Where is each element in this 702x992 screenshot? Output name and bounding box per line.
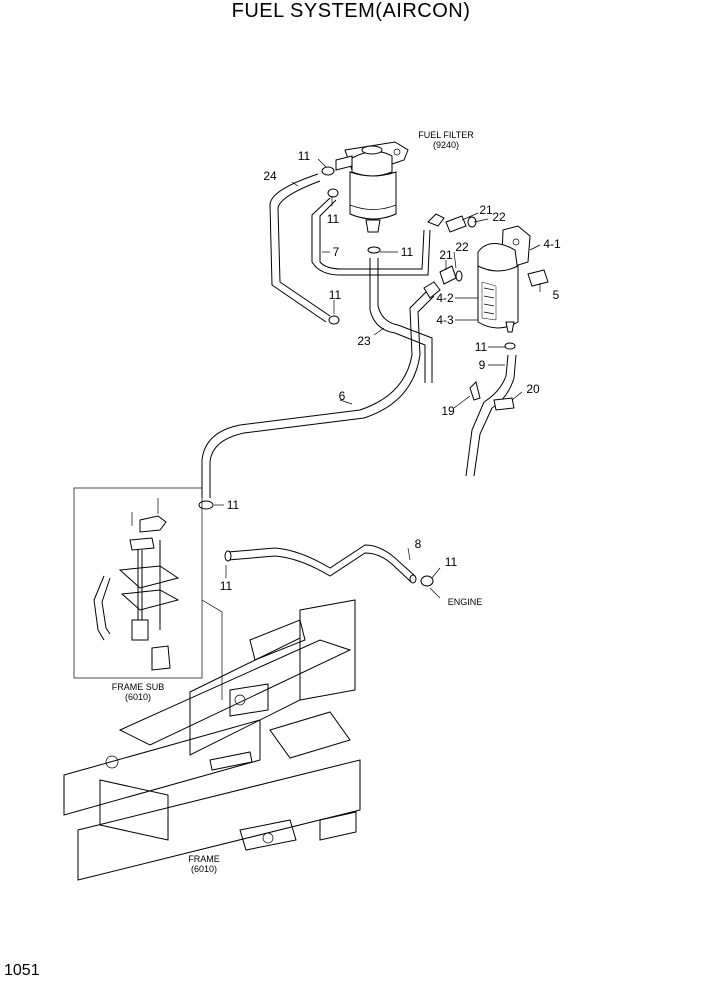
frame-code: (6010) (191, 864, 217, 874)
hose-7 (311, 197, 445, 276)
callout-5: 5 (553, 288, 560, 302)
callout-11: 11 (227, 498, 240, 512)
frame (63, 599, 361, 881)
frame-label: FRAME (188, 854, 220, 864)
frame-sub-code: (6010) (125, 692, 151, 702)
callout-24: 24 (263, 169, 277, 183)
callout-11: 11 (445, 555, 458, 569)
fuel-filter-label: FUEL FILTER (418, 130, 474, 140)
water-separator (439, 215, 549, 411)
callout-4-1: 4-1 (543, 237, 561, 251)
callout-4-2: 4-2 (436, 291, 454, 305)
frame-sub-inset (73, 487, 203, 679)
callout-21: 21 (479, 203, 493, 217)
callout-21: 21 (439, 248, 453, 262)
hose-6 (201, 281, 441, 498)
callout-11: 11 (329, 288, 342, 302)
callout-11: 11 (327, 212, 340, 226)
callout-11: 11 (220, 579, 233, 593)
callout-22: 22 (455, 240, 469, 254)
callout-19: 19 (441, 404, 455, 418)
engine-label: ENGINE (448, 597, 483, 607)
hose-23 (369, 258, 433, 383)
leader-line (201, 599, 223, 700)
clamp-11 (198, 500, 214, 510)
hose-9 (465, 354, 517, 477)
callout-20: 20 (526, 382, 540, 396)
callout-22: 22 (492, 210, 506, 224)
callout-8: 8 (415, 537, 422, 551)
page-title: FUEL SYSTEM(AIRCON) (231, 0, 471, 22)
callout-11: 11 (401, 245, 414, 259)
leader-lines (214, 158, 541, 599)
callout-23: 23 (357, 334, 371, 348)
callout-11: 11 (475, 340, 488, 354)
clamp-11 (420, 575, 434, 587)
callout-9: 9 (479, 358, 486, 372)
callout-11: 11 (298, 149, 311, 163)
page-number: 1051 (4, 962, 40, 979)
hose-24 (269, 173, 331, 323)
callout-4-3: 4-3 (436, 313, 454, 327)
fuel-filter-code: (9240) (433, 140, 459, 150)
callout-7: 7 (333, 245, 340, 259)
hose-8 (224, 544, 417, 584)
callout-6: 6 (339, 389, 346, 403)
frame-sub-label: FRAME SUB (112, 682, 165, 692)
fuel-filter-assembly (321, 141, 409, 325)
